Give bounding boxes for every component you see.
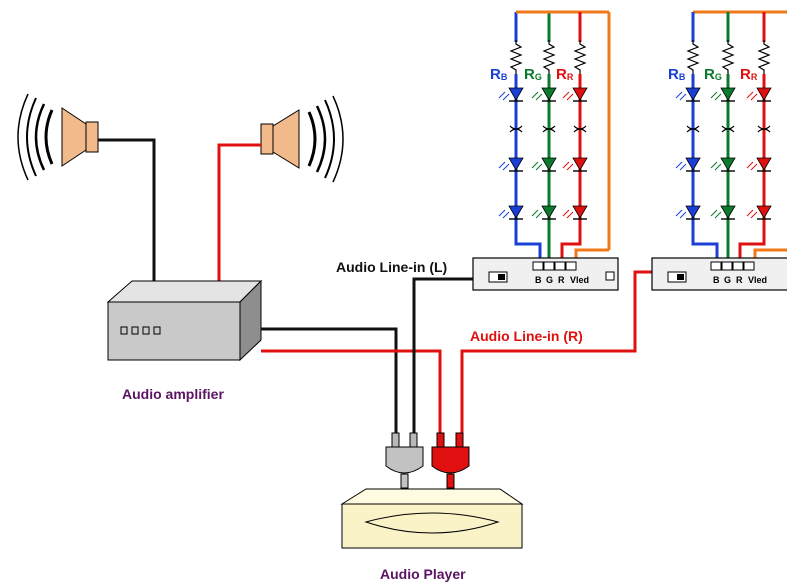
plug-red-icon <box>431 432 470 489</box>
terminal-label-vled: Vled <box>570 275 590 285</box>
terminal-label-b: B <box>713 275 720 285</box>
resistor-label-g: RG <box>524 66 542 83</box>
controller-box-2 <box>651 257 787 291</box>
resistor-label-b: RB <box>668 66 686 83</box>
speaker-left-icon <box>17 93 99 181</box>
amp-wire-red <box>261 349 442 435</box>
player-label: Audio Player <box>380 566 466 582</box>
speaker-wire-right <box>217 143 261 283</box>
line-in-right-label: Audio Line-in (R) <box>470 328 583 344</box>
audio-player-icon <box>340 488 524 549</box>
amp-wire-black <box>261 327 398 435</box>
resistor-label-r: RR <box>740 66 758 83</box>
speaker-right-icon <box>260 95 344 183</box>
terminal-label-g: G <box>546 275 554 285</box>
speaker-wire-left <box>98 138 156 283</box>
terminal-label-r: R <box>558 275 565 285</box>
led-module-1 <box>498 10 611 262</box>
resistor-label-b: RB <box>490 66 508 83</box>
amplifier-label: Audio amplifier <box>122 386 224 402</box>
amplifier-icon <box>106 279 263 362</box>
resistor-label-g: RG <box>704 66 722 83</box>
terminal-label-g: G <box>724 275 732 285</box>
line-in-right-wire <box>460 270 655 435</box>
terminal-label-b: B <box>535 275 542 285</box>
led-module-2 <box>675 10 787 262</box>
plug-gray-icon <box>385 432 424 489</box>
resistor-label-r: RR <box>556 66 574 83</box>
controller-box-1 <box>472 257 619 291</box>
line-in-left-label: Audio Line-in (L) <box>336 259 448 275</box>
terminal-label-r: R <box>736 275 743 285</box>
terminal-label-vled: Vled <box>748 275 768 285</box>
